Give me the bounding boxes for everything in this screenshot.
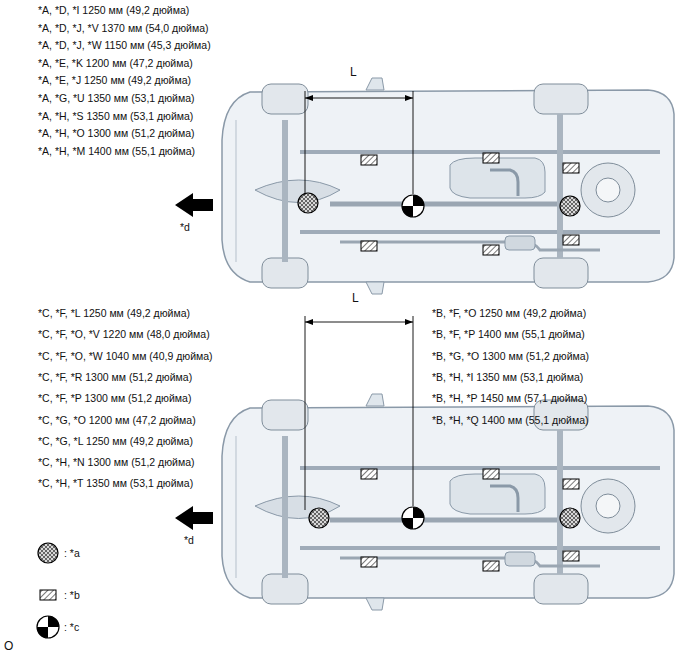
spec-line: *C, *F, *O, *V 1220 мм (48,0 дюйма)	[38, 328, 210, 341]
spec-line: *B, *F, *P 1400 мм (55,1 дюйма)	[432, 328, 585, 341]
support-point-symbol	[36, 583, 60, 607]
dimension-label: L	[352, 292, 359, 305]
spec-line: *C, *F, *R 1300 мм (51,2 дюйма)	[38, 371, 192, 384]
spec-line: *B, *F, *O 1250 мм (49,2 дюйма)	[432, 307, 586, 320]
legend-text: : *a	[64, 547, 80, 559]
spec-line: *B, *H, *I 1350 мм (53,1 дюйма)	[432, 371, 583, 384]
legend-text: : *b	[64, 589, 80, 601]
spec-line: *A, *H, *M 1400 мм (55,1 дюйма)	[38, 145, 195, 158]
figure-id: O	[4, 640, 13, 653]
spec-line: *C, *F, *P 1300 мм (51,2 дюйма)	[38, 392, 191, 405]
legend-row: : *c	[36, 615, 79, 639]
legend-text: : *c	[64, 621, 79, 633]
legend-row: : *a	[36, 541, 80, 565]
spec-line: *C, *F, *O, *W 1040 мм (40,9 дюйма)	[38, 350, 213, 363]
spec-line: *A, *D, *J, *V 1370 мм (54,0 дюйма)	[38, 22, 209, 35]
spec-line: *C, *G, *L 1250 мм (49,2 дюйма)	[38, 435, 193, 448]
spec-line: *A, *E, *J 1250 мм (49,2 дюйма)	[38, 74, 191, 87]
spec-line: *A, *D, *J, *W 1150 мм (45,3 дюйма)	[38, 39, 211, 52]
spec-line: *B, *H, *Q 1400 мм (55,1 дюйма)	[432, 414, 589, 427]
spec-line: *C, *F, *L 1250 мм (49,2 дюйма)	[38, 307, 190, 320]
spec-line: *A, *H, *S 1350 мм (53,1 дюйма)	[38, 110, 193, 123]
spec-line: *A, *E, *K 1200 мм (47,2 дюйма)	[38, 57, 193, 70]
spec-line: *A, *H, *O 1300 мм (51,2 дюйма)	[38, 127, 195, 140]
center-of-gravity-symbol	[36, 615, 60, 639]
direction-label: *d	[184, 534, 194, 547]
direction-label: *d	[180, 221, 190, 234]
spec-line: *C, *G, *O 1200 мм (47,2 дюйма)	[38, 414, 196, 427]
legend-row: : *b	[36, 583, 80, 607]
spec-line: *A, *D, *I 1250 мм (49,2 дюйма)	[38, 4, 189, 17]
dimension-label: L	[350, 66, 357, 79]
spec-line: *B, *H, *P 1450 мм (57,1 дюйма)	[432, 392, 587, 405]
spec-line: *C, *H, *N 1300 мм (51,2 дюйма)	[38, 456, 195, 469]
spec-line: *A, *G, *U 1350 мм (53,1 дюйма)	[38, 92, 195, 105]
spec-line: *B, *G, *O 1300 мм (51,2 дюйма)	[432, 350, 589, 363]
jack-point-symbol	[36, 541, 60, 565]
spec-line: *C, *H, *T 1350 мм (53,1 дюйма)	[38, 477, 193, 490]
